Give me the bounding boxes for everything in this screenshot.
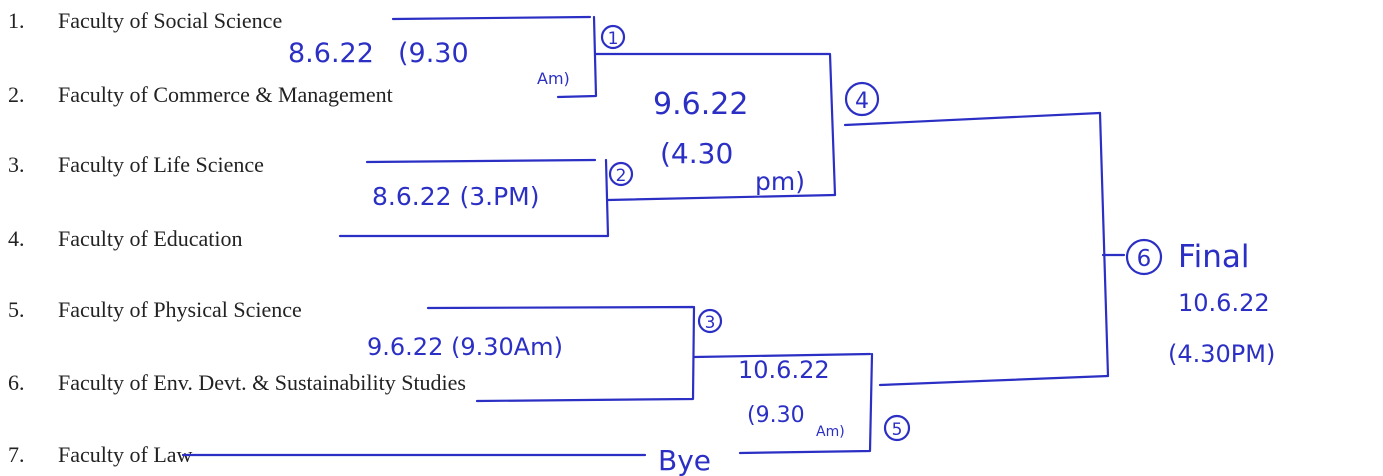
match-2-number-circle bbox=[608, 161, 634, 187]
faculty-item-7: 7. Faculty of Law bbox=[8, 442, 192, 468]
match-1-number-circle bbox=[600, 24, 626, 50]
match-4-date: 9.6.22 bbox=[653, 87, 748, 122]
faculty-item-6: 6. Faculty of Env. Devt. & Sustainability… bbox=[8, 370, 466, 396]
final-number: 6 bbox=[1137, 246, 1152, 272]
match-2-bracket-line bbox=[338, 158, 837, 238]
faculty-item-5: 5. Faculty of Physical Science bbox=[8, 297, 302, 323]
match-4-ampm: pm) bbox=[755, 167, 805, 196]
faculty-item-3: 3. Faculty of Life Science bbox=[8, 152, 264, 178]
faculty-name: Faculty of Law bbox=[58, 442, 193, 467]
match-1-bracket-line bbox=[391, 15, 837, 197]
match-5-bracket-line bbox=[738, 352, 1110, 455]
faculty-number: 5. bbox=[8, 297, 25, 322]
match-1-date: 8.6.22 bbox=[288, 38, 374, 69]
match-1-ampm: Am) bbox=[537, 69, 570, 88]
faculty-name: Faculty of Social Science bbox=[58, 8, 283, 33]
final-bracket-line bbox=[1098, 111, 1126, 378]
faculty-item-1: 1. Faculty of Social Science bbox=[8, 8, 282, 34]
match-2-date: 8.6.22 (3.PM) bbox=[372, 182, 539, 211]
match-2-number: 2 bbox=[616, 166, 627, 186]
final-title: Final bbox=[1178, 239, 1249, 275]
faculty-number: 3. bbox=[8, 152, 25, 177]
faculty-name: Faculty of Env. Devt. & Sustainability S… bbox=[58, 370, 466, 395]
faculty-number: 4. bbox=[8, 226, 25, 251]
match-4-time: (4.30 bbox=[660, 137, 733, 170]
match-3-number: 3 bbox=[705, 313, 716, 333]
faculty-name: Faculty of Physical Science bbox=[58, 297, 302, 322]
faculty-number: 1. bbox=[8, 8, 25, 33]
match-4-number-circle bbox=[844, 81, 880, 117]
match-5-date: 10.6.22 bbox=[738, 356, 830, 384]
match-4-output-line bbox=[843, 111, 1102, 127]
match-5-time: (9.30 bbox=[747, 403, 805, 428]
match-5-ampm: Am) bbox=[816, 424, 845, 440]
faculty-name: Faculty of Commerce & Management bbox=[58, 82, 393, 107]
match-4-number: 4 bbox=[855, 89, 869, 114]
final-date: 10.6.22 bbox=[1178, 289, 1270, 317]
match-3-bracket-line bbox=[426, 305, 872, 403]
final-number-circle bbox=[1125, 238, 1163, 276]
faculty-name: Faculty of Education bbox=[58, 226, 243, 251]
match-5-number-circle bbox=[883, 414, 911, 442]
faculty-item-2: 2. Faculty of Commerce & Management bbox=[8, 82, 393, 108]
match-1-time: (9.30 bbox=[398, 38, 469, 69]
match-1-number: 1 bbox=[608, 29, 619, 49]
faculty-name: Faculty of Life Science bbox=[58, 152, 264, 177]
bye-label: Bye bbox=[658, 444, 711, 476]
faculty-number: 7. bbox=[8, 442, 25, 467]
match-3-number-circle bbox=[697, 308, 723, 334]
faculty-item-4: 4. Faculty of Education bbox=[8, 226, 243, 252]
faculty-number: 2. bbox=[8, 82, 25, 107]
final-time: (4.30PM) bbox=[1168, 340, 1275, 368]
faculty-number: 6. bbox=[8, 370, 25, 395]
match-3-date: 9.6.22 (9.30Am) bbox=[367, 333, 563, 361]
match-5-number: 5 bbox=[892, 420, 903, 440]
